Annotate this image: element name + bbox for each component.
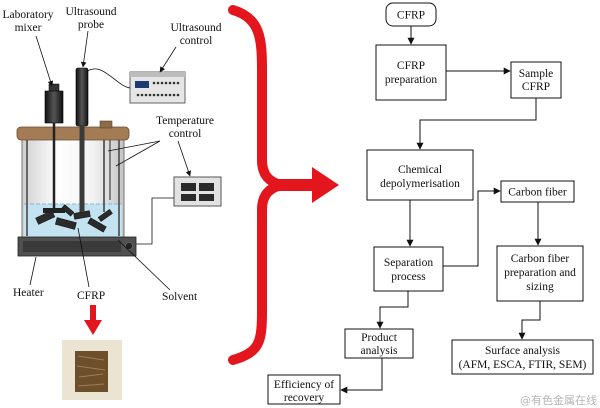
node-carbon-fiber-label: Carbon fiber	[508, 187, 567, 199]
node-carbon-fiber-preparation-sizing: Carbon fiber preparation and sizing	[496, 245, 584, 302]
node-sample-cfrp-line1: Sample	[519, 68, 554, 80]
label-heater: Heater	[13, 287, 44, 299]
probe-tip	[79, 126, 85, 212]
vessel-lid	[16, 126, 130, 141]
label-temperature-control-2: control	[169, 128, 202, 140]
temperature-display-1	[181, 183, 196, 191]
node-chemical-depolymerisation-line2: depolymerisation	[380, 178, 460, 190]
heater-knob	[125, 242, 133, 250]
laboratory-mixer	[43, 83, 65, 213]
leader-lines	[29, 30, 192, 291]
node-surface-analysis: Surface analysis (AFM, ESCA, FTIR, SEM)	[451, 339, 594, 375]
node-product-analysis-line1: Product	[361, 332, 398, 344]
node-surface-analysis-line2: (AFM, ESCA, FTIR, SEM)	[459, 359, 587, 371]
mixer-impeller	[43, 208, 65, 213]
node-efficiency-line2: recovery	[284, 392, 324, 404]
red-right-arrow	[276, 167, 339, 203]
watermark: @有色金属在线	[520, 393, 597, 407]
label-temperature-control-1: Temperature	[156, 115, 214, 127]
temperature-control-unit	[173, 176, 222, 207]
label-solvent: Solvent	[162, 291, 198, 303]
ultrasound-control-buttons	[136, 81, 180, 97]
heater-plate	[17, 236, 137, 257]
cfrp-sample-photo	[62, 340, 122, 400]
node-separation-process-line2: process	[391, 271, 426, 283]
node-carbon-fiber: Carbon fiber	[500, 180, 575, 203]
label-ultrasound-control-2: control	[180, 35, 213, 47]
ultrasound-display	[135, 81, 149, 88]
node-chemical-depolymerisation-line1: Chemical	[398, 164, 442, 176]
node-carbon-fiber-preparation-line1: Carbon fiber	[511, 253, 570, 265]
ultrasound-probe	[75, 67, 89, 212]
node-cfrp-preparation-line1: CFRP	[397, 60, 425, 72]
label-ultrasound-probe-2: probe	[78, 19, 104, 31]
node-sample-cfrp: Sample CFRP	[510, 61, 562, 99]
node-efficiency-of-recovery: Efficiency of recovery	[267, 374, 341, 405]
label-laboratory-mixer-1: Laboratory	[2, 9, 53, 21]
temperature-display-2	[199, 183, 214, 191]
node-sample-cfrp-line2: CFRP	[522, 81, 550, 93]
cfrp-sample-texture	[76, 355, 106, 387]
label-ultrasound-control-1: Ultrasound	[170, 22, 221, 34]
node-carbon-fiber-preparation-line3: sizing	[526, 281, 554, 293]
lid-port-right	[99, 120, 113, 129]
node-carbon-fiber-preparation-line2: preparation and	[504, 267, 576, 279]
node-cfrp-preparation-line2: preparation	[385, 74, 438, 86]
apparatus: Laboratory mixer Ultrasound probe Ultras…	[2, 6, 222, 400]
label-cfrp: CFRP	[77, 290, 105, 302]
node-product-analysis: Product analysis	[344, 328, 414, 359]
cfrp-pieces	[35, 204, 113, 233]
red-curly-bracket	[228, 5, 286, 365]
ultrasound-control-unit	[129, 71, 186, 104]
node-cfrp-label: CFRP	[397, 10, 425, 22]
node-cfrp-preparation: CFRP preparation	[375, 44, 447, 101]
temperature-cable	[136, 197, 174, 245]
node-product-analysis-line2: analysis	[360, 345, 398, 357]
label-laboratory-mixer-2: mixer	[15, 22, 42, 34]
red-down-arrow	[84, 305, 102, 335]
flowchart: CFRP CFRP preparation Sample CFRP Chemic…	[267, 2, 594, 405]
probe-head	[75, 67, 89, 127]
node-separation-process: Separation process	[373, 246, 444, 292]
node-separation-process-line1: Separation	[384, 257, 433, 269]
node-surface-analysis-line1: Surface analysis	[485, 345, 561, 357]
mixer-motor	[44, 90, 64, 124]
node-chemical-depolymerisation: Chemical depolymerisation	[366, 149, 474, 201]
node-cfrp: CFRP	[385, 2, 437, 27]
label-ultrasound-probe-1: Ultrasound	[65, 6, 116, 18]
ultrasound-cable	[85, 68, 131, 89]
reactor-vessel	[16, 120, 130, 239]
node-efficiency-line1: Efficiency of	[274, 379, 334, 391]
flowchart-edges	[340, 26, 542, 394]
